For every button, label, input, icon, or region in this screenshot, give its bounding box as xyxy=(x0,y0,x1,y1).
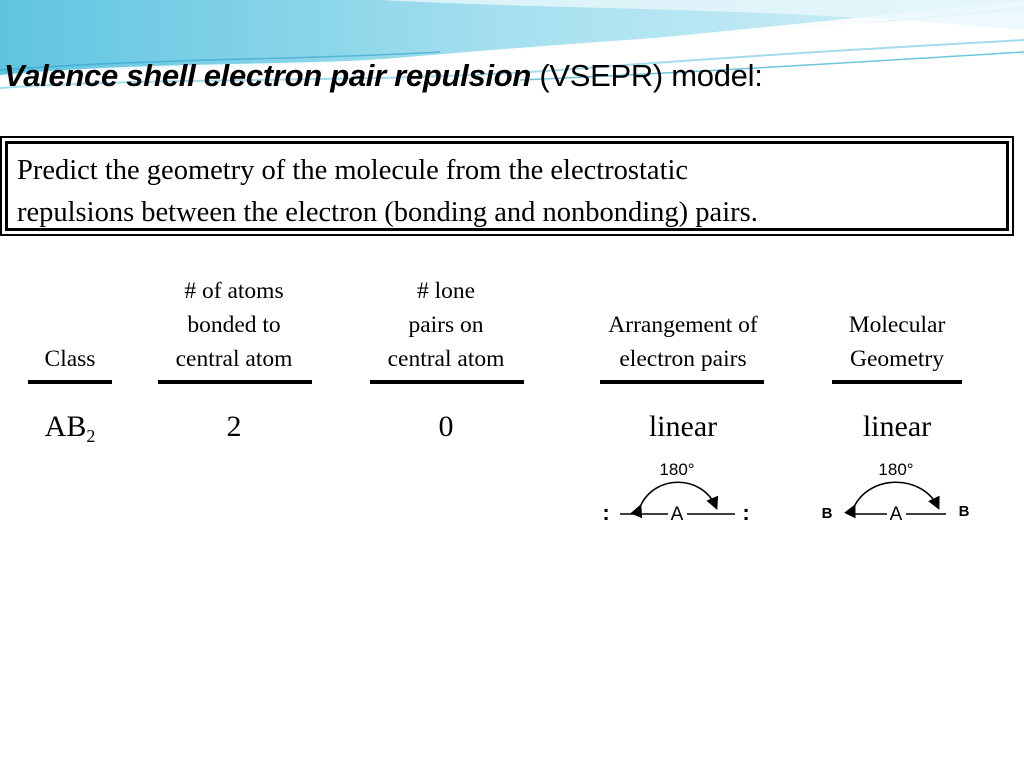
cell-lone-pairs: 0 xyxy=(438,410,454,443)
header-lone-line-1: # lone xyxy=(416,278,476,304)
angle-arc xyxy=(630,481,719,519)
header-arrangement-line-2: electron pairs xyxy=(619,346,747,372)
angle-arc xyxy=(844,481,940,519)
cell-geometry: linear xyxy=(862,410,932,443)
central-atom: A xyxy=(890,504,903,525)
cell-class: AB2 xyxy=(20,410,120,447)
callout-box: Predict the geometry of the molecule fro… xyxy=(0,136,1014,236)
header-lone-pairs: # lone pairs on central atom xyxy=(360,274,532,376)
central-atom: A xyxy=(671,504,684,525)
header-atoms-line-1: # of atoms xyxy=(184,278,284,304)
header-class-line-1: Class xyxy=(44,346,96,372)
angle-label: 180° xyxy=(659,460,694,479)
title-emphasis: Valence shell electron pair repulsion xyxy=(4,58,531,93)
header-geometry-line-1: Molecular xyxy=(848,312,946,338)
header-arrangement: Arrangement of electron pairs xyxy=(572,308,794,376)
atom-b-left: B xyxy=(822,505,833,522)
cell-arrangement: linear xyxy=(648,410,718,443)
callout-line-2: repulsions between the electron (bonding… xyxy=(17,197,758,228)
header-lone-line-3: central atom xyxy=(387,346,505,372)
linear-geometry-diagram: 180° B A B xyxy=(822,460,970,525)
callout-line-1: Predict the geometry of the molecule fro… xyxy=(17,155,689,186)
cell-atoms-bonded: 2 xyxy=(226,410,242,443)
header-rule-arrangement xyxy=(600,380,764,384)
lone-pair-right: : xyxy=(742,500,749,525)
atom-b-right: B xyxy=(959,503,970,520)
header-rule-geometry xyxy=(832,380,962,384)
header-atoms-line-2: bonded to xyxy=(187,312,281,338)
header-geometry-line-2: Geometry xyxy=(850,346,944,372)
slide-title: Valence shell electron pair repulsion (V… xyxy=(4,58,763,94)
header-geometry: Molecular Geometry xyxy=(822,308,972,376)
header-wave-decoration xyxy=(0,0,1024,89)
class-subscript: 2 xyxy=(86,426,96,446)
header-rule-atoms xyxy=(158,380,312,384)
header-lone-line-2: pairs on xyxy=(408,312,484,338)
header-arrangement-line-1: Arrangement of xyxy=(608,312,758,338)
header-atoms-line-3: central atom xyxy=(175,346,293,372)
angle-label: 180° xyxy=(878,460,913,479)
header-class: Class xyxy=(20,342,120,376)
callout-inner: Predict the geometry of the molecule fro… xyxy=(5,141,1009,231)
header-rule-lone xyxy=(370,380,524,384)
linear-arrangement-diagram: 180° : A : xyxy=(602,460,749,525)
class-base: AB xyxy=(44,410,87,443)
title-rest: (VSEPR) model: xyxy=(531,58,763,93)
header-rule-class xyxy=(28,380,112,384)
header-atoms-bonded: # of atoms bonded to central atom xyxy=(148,274,320,376)
lone-pair-left: : xyxy=(602,500,609,525)
